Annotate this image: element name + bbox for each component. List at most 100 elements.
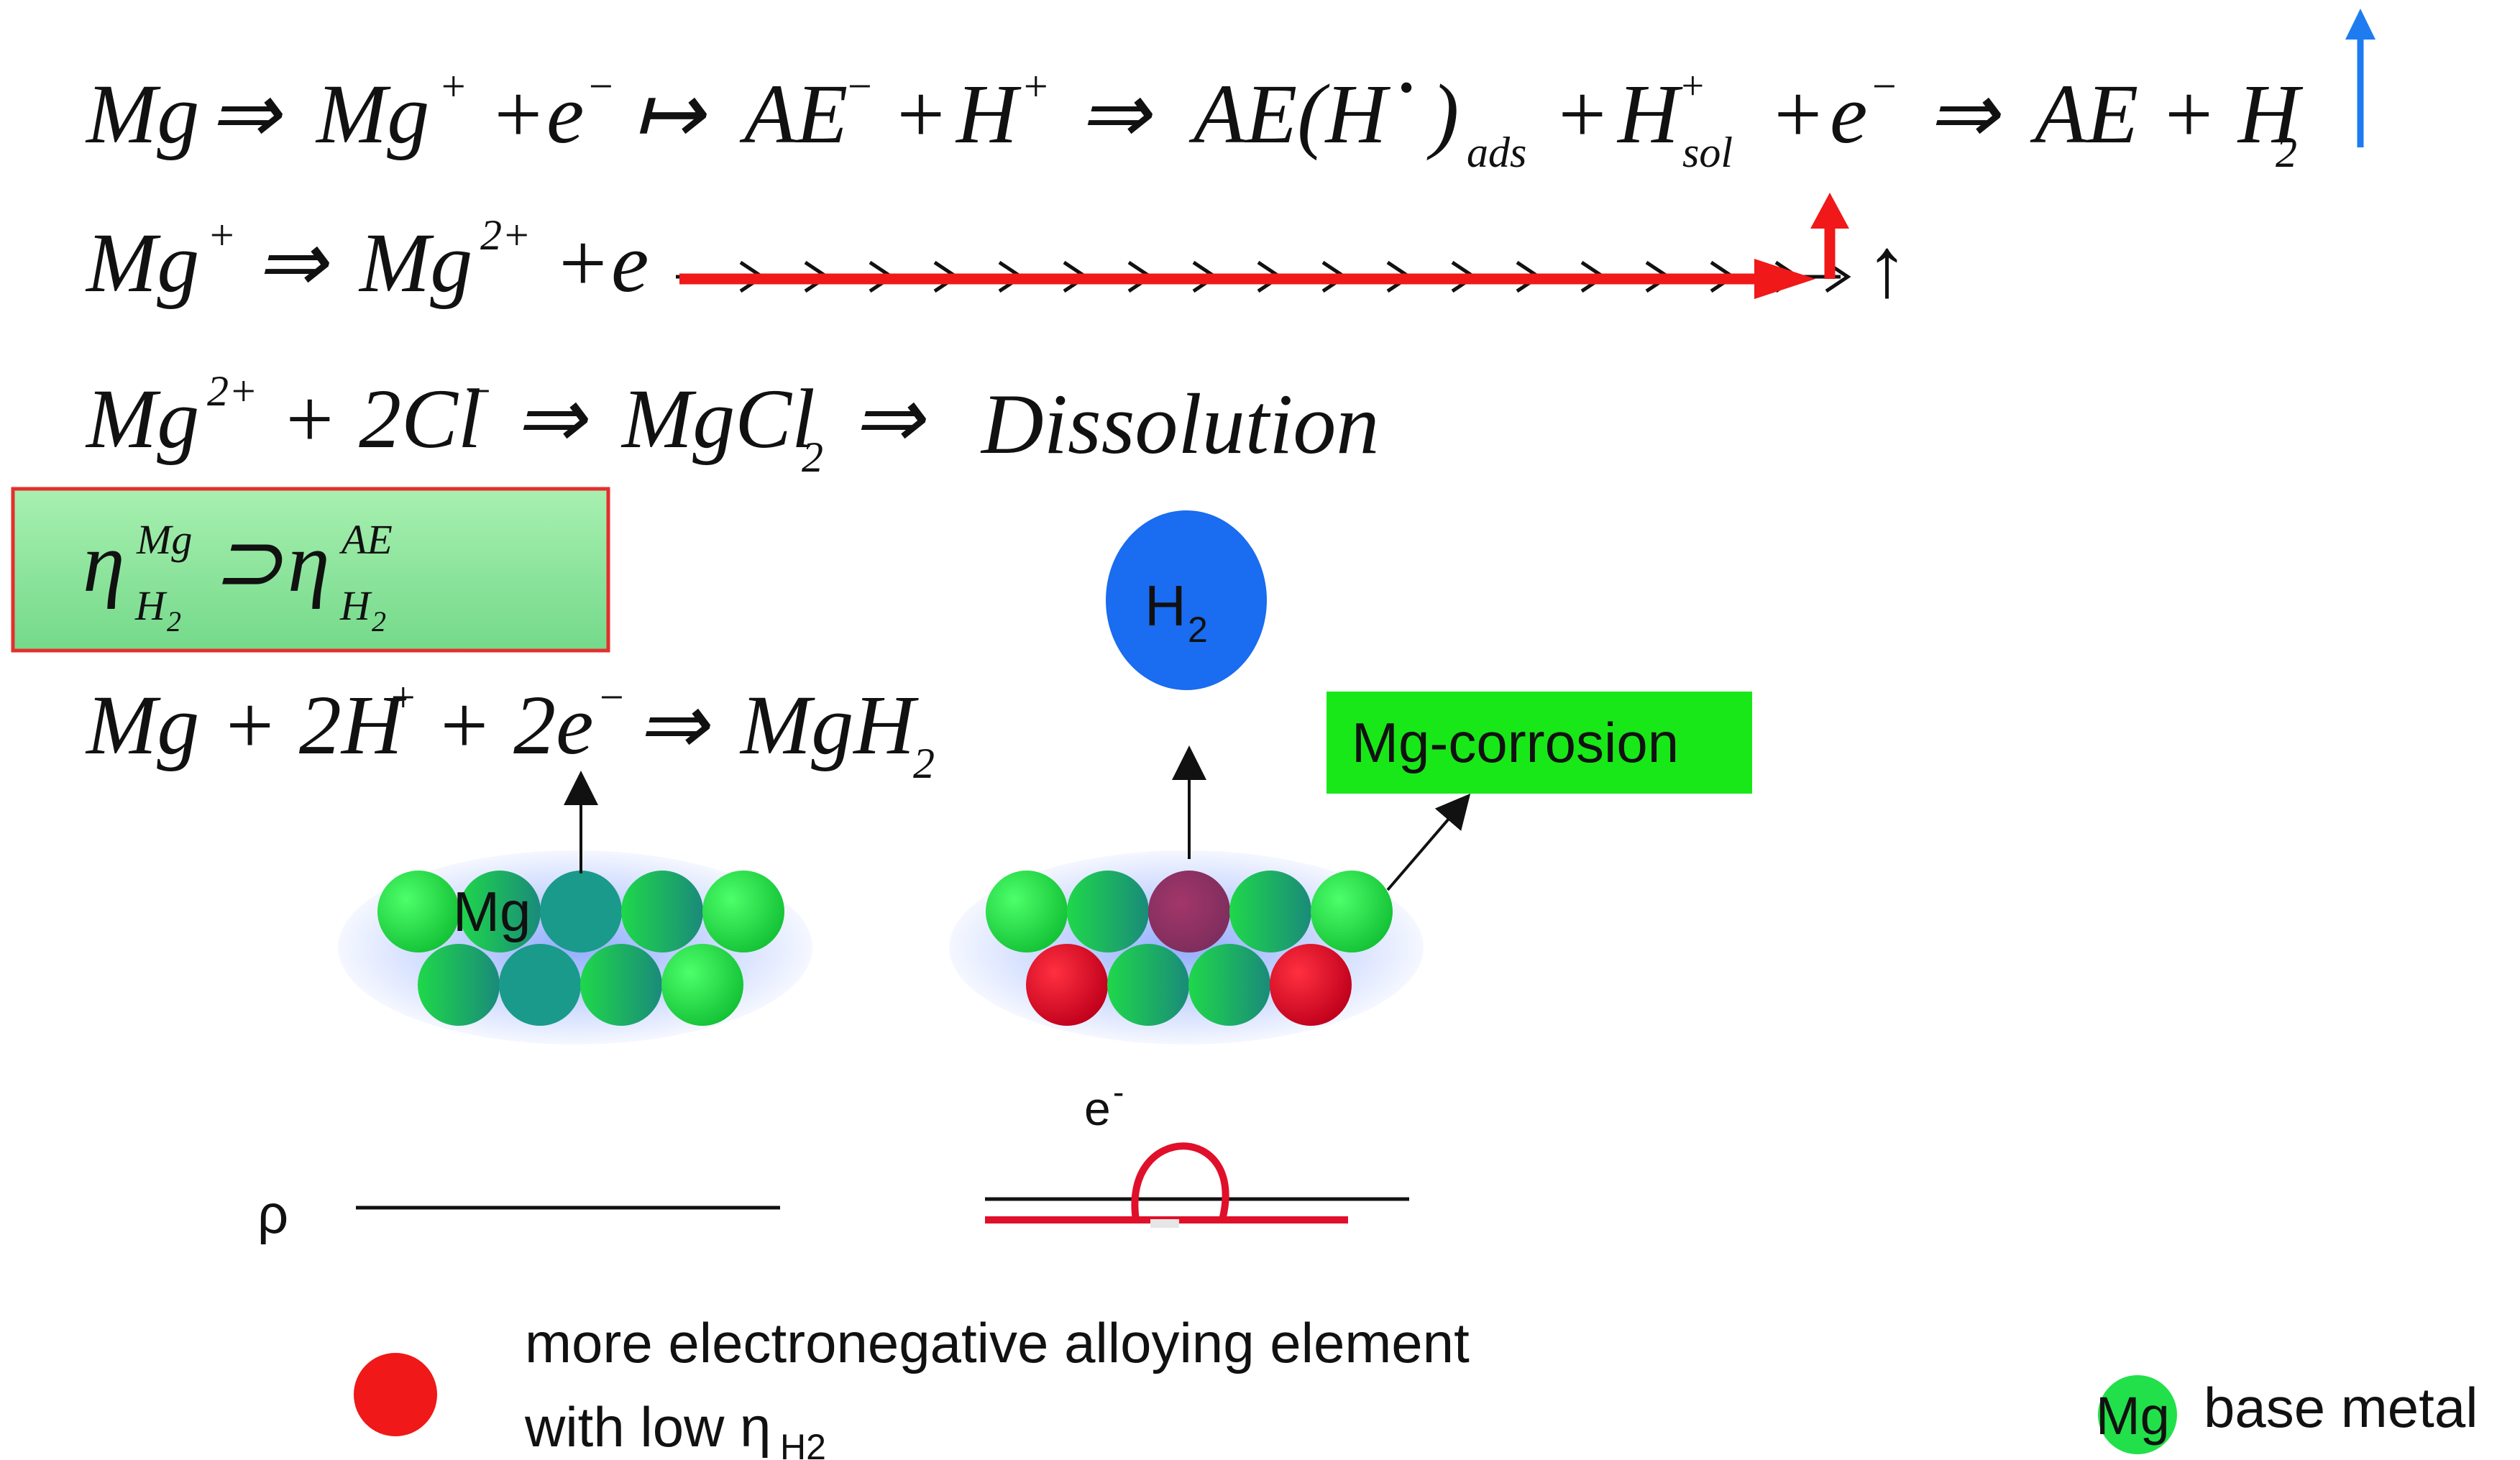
eq2-sup-2plus: 2+ <box>480 211 531 259</box>
eta-comparison-box: η Mg H 2 ⊃ η AE H 2 <box>11 487 610 653</box>
h2-label-sub: 2 <box>1188 610 1208 650</box>
eq1-sup-plus: + <box>439 63 468 110</box>
eq5-plus-2e: + 2e <box>435 678 594 772</box>
eta-sub-h-1: H <box>134 582 168 629</box>
pure-mg-lattice: Mg <box>338 850 812 1045</box>
eq3-arrow1: ⇒ <box>514 372 589 466</box>
eta-sup-mg: Mg <box>136 516 192 563</box>
eq2-sup-plus: + <box>207 211 237 259</box>
eq2-mg2: Mg <box>358 216 472 310</box>
eq3-mg: Mg <box>85 372 199 466</box>
eq3-sup-minus: − <box>464 367 493 415</box>
eq2-up-arrow: ↑ <box>1866 221 1908 315</box>
equation-line-2: Mg + ⇒ Mg 2+ + e <box>85 211 649 310</box>
legend-mg-symbol: Mg <box>2096 1386 2170 1446</box>
equation-line-5: Mg + 2H + + 2e − ⇒ MgH 2 <box>85 674 935 787</box>
legend-ae-line1: more electronegative alloying element <box>525 1311 1470 1374</box>
legend-ae: more electronegative alloying element wi… <box>354 1311 1470 1460</box>
mg-atom <box>540 871 622 952</box>
mg-corrosion-box: Mg-corrosion <box>1327 692 1752 794</box>
eq5-mgh: MgH <box>739 678 919 772</box>
eq1-h: H <box>955 67 1022 161</box>
eta-symbol-2: η <box>288 515 330 610</box>
eq1-plus2: + <box>892 67 949 161</box>
electron-label: e <box>1084 1082 1111 1135</box>
mg-atom <box>1311 871 1393 952</box>
eq1-sub-2: 2 <box>2276 129 2297 176</box>
ae-atom-surface <box>1148 871 1230 952</box>
eq1-sup-plus3: + <box>1679 64 1706 109</box>
eq3-mgcl: MgCl <box>620 372 815 466</box>
mg-atom <box>621 871 703 952</box>
mg-atom <box>418 944 500 1026</box>
eq5-sup-plus: + <box>388 674 418 721</box>
alloy-lattice <box>949 850 1424 1045</box>
eq1-mg: Mg <box>85 67 199 161</box>
eq1-e2: e <box>1830 67 1867 161</box>
eq1-ae-open: AE(H <box>1188 67 1390 161</box>
legend-ae-line2-sub: H2 <box>780 1427 826 1460</box>
rho-alloy-profile <box>985 1142 1409 1228</box>
mg-corrosion-label: Mg-corrosion <box>1352 711 1679 774</box>
mg-atom <box>459 871 541 952</box>
eq2-mg: Mg <box>85 216 199 310</box>
red-up-arrow <box>1810 193 1849 279</box>
eq5-arrow: ⇒ <box>636 678 711 772</box>
h2-label: H <box>1145 574 1186 638</box>
legend-red-dot <box>354 1353 437 1436</box>
ae-atom <box>1026 944 1108 1026</box>
eq1-sup-minus3: − <box>1869 63 1899 110</box>
eq3-dissolution: Dissolution <box>980 376 1379 472</box>
red-long-arrow <box>679 259 1815 299</box>
eq1-h-sol: H <box>1616 67 1683 161</box>
legend-mg-text: base metal <box>2204 1376 2478 1439</box>
mg-atom-label: Mg <box>453 880 531 943</box>
superset-symbol: ⊃ <box>212 515 284 610</box>
eq3-plus-2cl: + 2Cl <box>280 372 482 466</box>
mg-atom <box>661 944 743 1026</box>
eq1-arrow2: ⇒ <box>1078 67 1153 161</box>
h2-bubble: H 2 <box>1106 510 1267 690</box>
eq1-arrow3: ⇒ <box>1927 67 2002 161</box>
eq3-sub-2: 2 <box>802 433 823 481</box>
eq5-sub-2: 2 <box>913 740 935 787</box>
eq1-sub-ads: ads <box>1467 129 1526 176</box>
eq1-sup-dot: • <box>1398 64 1414 111</box>
eq5-sup-minus: − <box>597 674 626 721</box>
legend-mg: Mg base metal <box>2096 1375 2478 1454</box>
mg-atom <box>499 944 581 1026</box>
eta-sub-h-2: H <box>339 582 372 629</box>
mg-atom <box>377 871 459 952</box>
eq1-sup-plus2: + <box>1021 63 1050 110</box>
eq1-plus1: + <box>489 67 546 161</box>
eq3-sup-2plus: 2+ <box>207 367 258 415</box>
eq1-ae-h2: AE + H <box>2030 67 2304 161</box>
eq1-mg-plus: Mg <box>315 67 429 161</box>
eta-symbol-1: η <box>83 515 125 610</box>
eq1-plus3: + <box>1553 67 1610 161</box>
equation-line-1: Mg ⇒ Mg + + e − ↦ AE − + H + ⇒ AE(H • ) … <box>85 63 2304 176</box>
blue-up-arrow <box>2345 9 2375 147</box>
eq2-plus: + <box>554 216 611 310</box>
eq1-sub-sol: sol <box>1682 129 1733 176</box>
ae-atom <box>1270 944 1352 1026</box>
eta-sub-2-2: 2 <box>372 605 386 638</box>
eq2-e: e <box>611 216 649 310</box>
mg-atom <box>1188 944 1270 1026</box>
mg-atom <box>1229 871 1311 952</box>
legend-green-dot <box>2098 1375 2177 1454</box>
legend-ae-line2: with low η <box>524 1395 771 1459</box>
eq1-maps-to: ↦ <box>633 67 707 161</box>
eta-sub-2-1: 2 <box>167 605 181 638</box>
eq1-ae1: AE <box>739 67 848 161</box>
eq1-arrow1: ⇒ <box>209 67 283 161</box>
electron-label-sup: - <box>1113 1073 1124 1111</box>
mg-atom <box>580 944 662 1026</box>
eq1-e1: e <box>546 67 584 161</box>
mg-atom <box>986 871 1068 952</box>
rho-label: ρ <box>257 1184 288 1245</box>
eq1-sup-minus1: − <box>586 63 615 110</box>
eq5-lhs: Mg + 2H <box>85 678 407 772</box>
